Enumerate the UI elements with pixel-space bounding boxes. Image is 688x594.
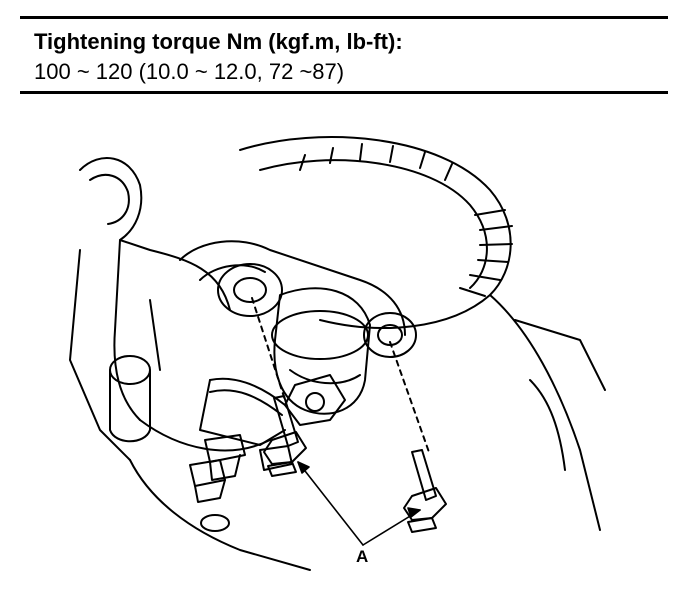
caliper-bracket xyxy=(179,240,417,358)
guide-pin-sleeve xyxy=(109,299,161,443)
left-fastener-cluster xyxy=(189,434,293,532)
torque-spec-values: 100 ~ 120 (10.0 ~ 12.0, 72 ~87) xyxy=(34,59,345,84)
caliper-bolt-illustration: A xyxy=(69,136,606,571)
callout-a-leaders xyxy=(297,461,421,546)
callout-a-label: A xyxy=(356,547,368,566)
steering-knuckle xyxy=(69,157,606,571)
torque-spec-heading: Tightening torque Nm (kgf.m, lb-ft): xyxy=(34,29,403,54)
caliper-bolt-upper xyxy=(251,297,307,477)
caliper-bolt-lower xyxy=(389,341,447,533)
torque-spec-box: Tightening torque Nm (kgf.m, lb-ft): 100… xyxy=(20,16,668,94)
brake-hose-fitting xyxy=(199,374,346,446)
